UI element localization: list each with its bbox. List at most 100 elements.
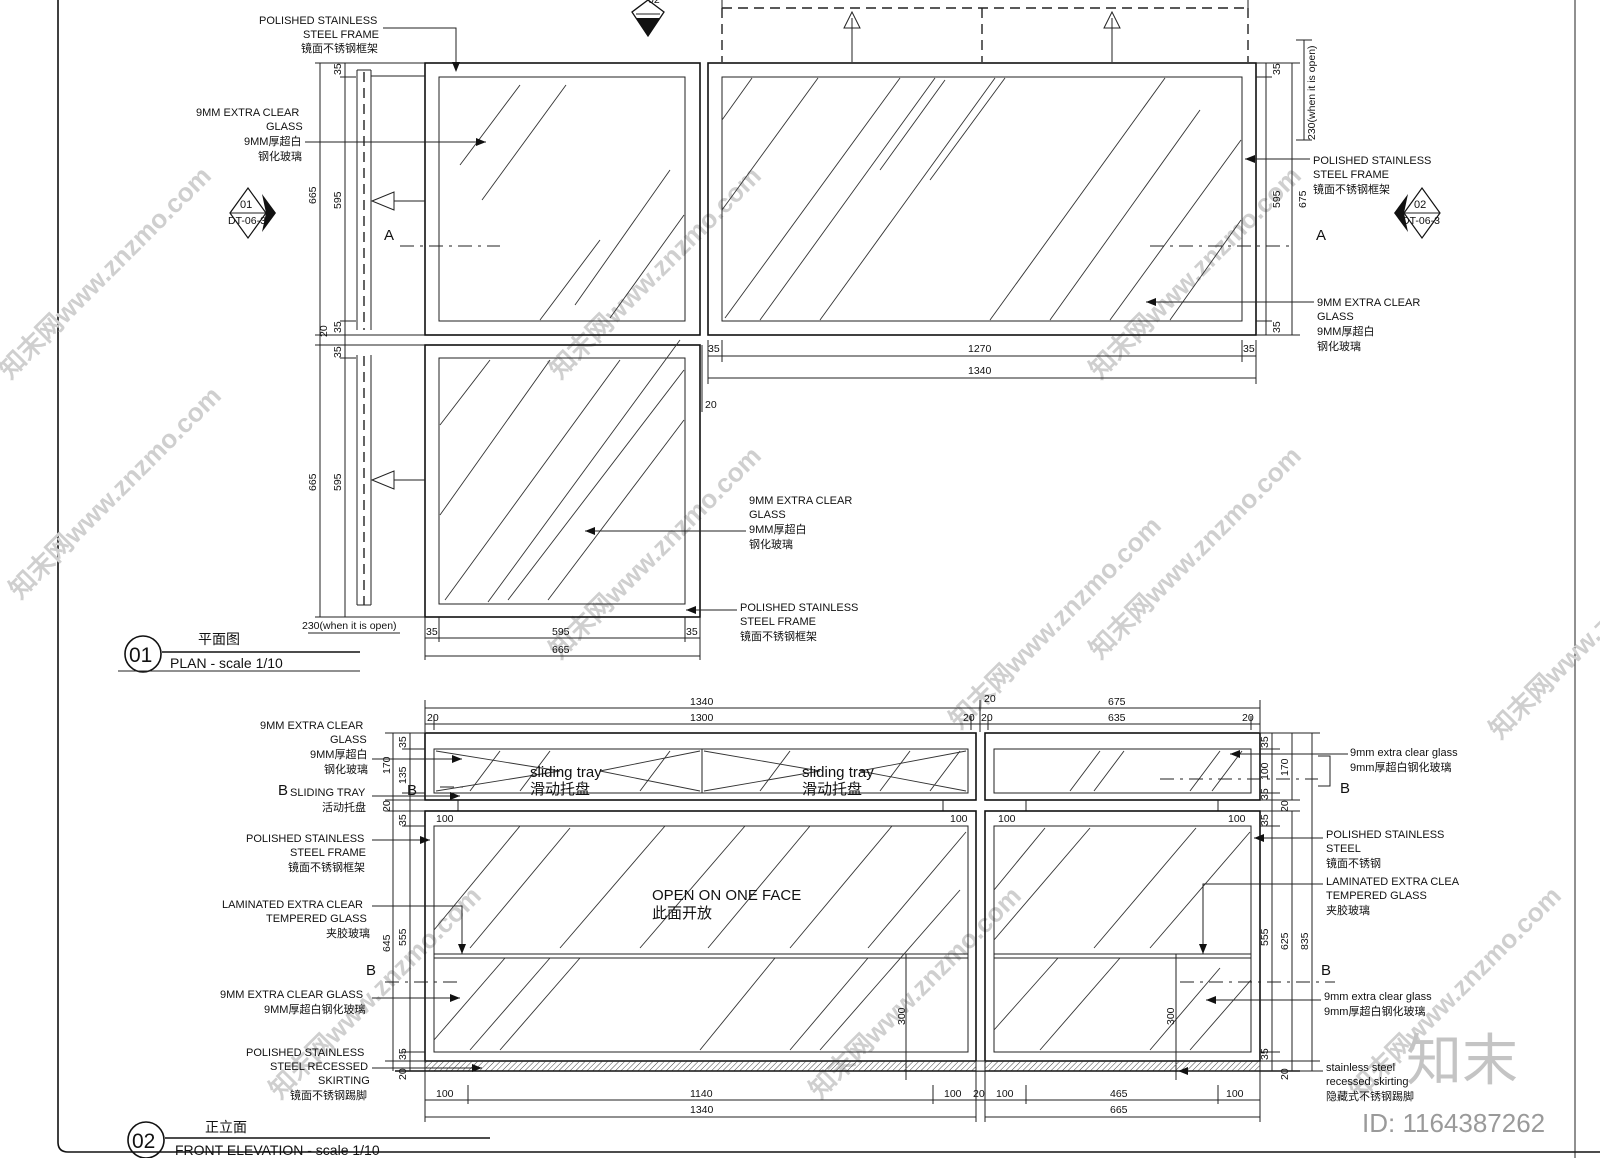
dim-665: 665 <box>1110 1104 1128 1116</box>
elev-tray-inner-right <box>993 748 1252 794</box>
plan-box-top-left-glass <box>438 76 686 322</box>
label-line: 9MM厚超白钢化玻璃 <box>264 1002 365 1016</box>
plan-box-bottom-frame <box>424 344 701 618</box>
sliding-door-strip <box>356 69 500 606</box>
label-r-skirting: stainless steel recessed skirting 隐藏式不锈钢… <box>1178 1062 1414 1103</box>
label-line: 9MM EXTRA CLEAR <box>196 107 299 119</box>
label-line: stainless steel <box>1326 1062 1395 1074</box>
dim-100: 100 <box>998 813 1016 825</box>
label-line: 镜面不锈钢踢脚 <box>290 1088 367 1102</box>
label-line: SKIRTING <box>318 1075 370 1087</box>
label-line: 夹胶玻璃 <box>1326 903 1370 917</box>
glass-hatch <box>721 77 1242 321</box>
watermark-text: 知末网www.znzmo.com <box>1483 520 1600 744</box>
section-arrow-top-fill <box>636 18 660 36</box>
dim-20: 20 <box>427 712 439 724</box>
dim-100: 100 <box>436 813 454 825</box>
label-line: 钢化玻璃 <box>749 537 793 551</box>
label-line: GLASS <box>1317 311 1354 323</box>
label-line: TEMPERED GLASS <box>266 913 367 925</box>
dim-35: 35 <box>397 1048 409 1060</box>
tray-label-en: sliding tray <box>802 764 874 781</box>
marker-reference: DT-06-3 <box>228 215 266 227</box>
label-glass-lower: 9MM EXTRA CLEAR GLASS 9MM厚超白 钢化玻璃 <box>585 495 852 551</box>
label-line: STEEL FRAME <box>303 29 379 41</box>
watermark-text: 知末网www.znzmo.com <box>543 440 767 664</box>
label-line: 镜面不锈钢框架 <box>288 860 365 874</box>
dim-595: 595 <box>332 473 344 491</box>
dim-1270: 1270 <box>968 343 992 355</box>
dim-35: 35 <box>332 63 344 75</box>
id-watermark: ID: 1164387262 <box>1362 1108 1545 1138</box>
dim-300: 300 <box>896 1007 908 1025</box>
plan-title-cn: 平面图 <box>198 631 240 647</box>
dim-555: 555 <box>1259 928 1271 946</box>
label-line: 钢化玻璃 <box>324 762 368 776</box>
watermark-text: 知末网www.znzmo.com <box>3 380 227 604</box>
label-line: LAMINATED EXTRA CLEAR <box>222 899 363 911</box>
dim-675: 675 <box>1297 190 1309 208</box>
label-line: 夹胶玻璃 <box>326 926 370 940</box>
dim-595: 595 <box>1271 190 1283 208</box>
label-glass-top: 9MM EXTRA CLEAR GLASS 9MM厚超白 钢化玻璃 <box>260 720 462 776</box>
dim-1340: 1340 <box>690 1104 714 1116</box>
dim-300: 300 <box>1165 1007 1177 1025</box>
label-r-glass-top: 9mm extra clear glass 9mm厚超白钢化玻璃 <box>1230 747 1458 774</box>
elev-tray-frame-right <box>984 732 1261 801</box>
tray-label-en: sliding tray <box>530 764 602 781</box>
plan-title-number: 01 <box>129 644 152 667</box>
brand-watermark: 知末 <box>1406 1029 1518 1092</box>
dim-35: 35 <box>1259 788 1271 800</box>
dim-835: 835 <box>1299 932 1311 950</box>
elev-dim-left <box>385 732 425 1071</box>
dim-20: 20 <box>318 325 330 337</box>
label-frame-right: POLISHED STAINLESS STEEL FRAME 镜面不锈钢框架 <box>1245 155 1431 196</box>
plan-title-block: 01 平面图 PLAN - scale 1/10 <box>118 631 360 673</box>
dim-100: 100 <box>996 1088 1014 1100</box>
dim-555: 555 <box>397 928 409 946</box>
section-mark-a-right: A <box>1316 227 1326 244</box>
tray-label-cn: 滑动托盘 <box>802 780 862 798</box>
watermark-text: 知末网www.znzmo.com <box>0 160 217 384</box>
label-line: 钢化玻璃 <box>1317 339 1361 353</box>
marker-reference: DT-06-3 <box>1402 215 1440 227</box>
front-elevation-view: 1340 1300 20 20 20 20 675 635 20 sliding… <box>127 693 1460 1159</box>
elev-dim-right <box>1260 732 1331 1071</box>
elev-tray-inner-left <box>433 748 969 794</box>
label-line: 镜面不锈钢框架 <box>1313 182 1390 196</box>
tray-label-cn: 滑动托盘 <box>530 780 590 798</box>
dim-1340: 1340 <box>968 365 992 377</box>
section-mark-b: B <box>407 782 417 799</box>
plan-dim-left <box>315 62 425 618</box>
label-line: SLIDING TRAY <box>290 787 366 799</box>
label-line: 活动托盘 <box>322 800 366 814</box>
label-line: 9mm厚超白钢化玻璃 <box>1324 1004 1425 1018</box>
elevation-title-cn: 正立面 <box>205 1119 247 1135</box>
label-line: STEEL <box>1326 843 1361 855</box>
dim-20: 20 <box>981 712 993 724</box>
plan-box-top-right-frame <box>707 62 1257 336</box>
plan-box-bottom-glass <box>438 357 686 605</box>
label-frame: POLISHED STAINLESS STEEL FRAME 镜面不锈钢框架 <box>246 833 430 874</box>
label-line: 9MM EXTRA CLEAR <box>749 495 852 507</box>
label-line: POLISHED STAINLESS <box>740 602 858 614</box>
glass-hatch <box>433 825 967 1051</box>
elev-main-frame-right <box>984 810 1261 1062</box>
dim-645: 645 <box>381 934 393 952</box>
dim-35: 35 <box>426 626 438 638</box>
section-mark-b: B <box>278 782 288 799</box>
dim-20: 20 <box>963 712 975 724</box>
dim-35: 35 <box>708 343 720 355</box>
elev-dim-bottom <box>424 1071 1261 1122</box>
dim-635: 635 <box>1108 712 1126 724</box>
section-marker-left: 01 DT-06-3 <box>228 186 276 240</box>
label-line: TEMPERED GLASS <box>1326 890 1427 902</box>
label-line: 镜面不锈钢 <box>1326 856 1381 870</box>
plan-dim-top-right-h <box>701 340 1257 412</box>
elev-main-glass-left <box>433 825 969 1053</box>
dim-595: 595 <box>332 191 344 209</box>
plan-dim-right <box>1256 39 1312 336</box>
dim-135: 135 <box>397 766 409 784</box>
label-line: GLASS <box>330 734 367 746</box>
elev-skirting <box>424 1060 1261 1072</box>
